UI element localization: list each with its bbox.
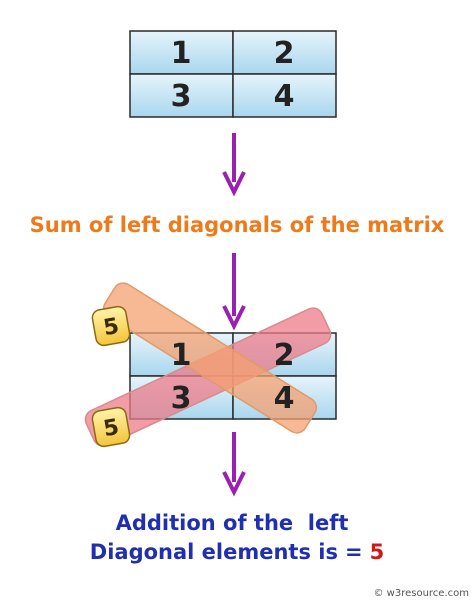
top-cell-4 — [232, 73, 337, 118]
arrow-down-2-icon — [222, 253, 246, 331]
result-equals: = — [345, 540, 363, 564]
arrow-down-3-icon — [222, 432, 246, 497]
top-matrix: 1 2 3 4 — [129, 30, 337, 118]
arrow-down-1-icon — [222, 133, 246, 197]
top-cell-3 — [129, 73, 234, 118]
bottom-cell-1-value: 1 — [171, 338, 192, 373]
top-cell-2-value: 2 — [274, 36, 295, 71]
bottom-cell-4-value: 4 — [274, 381, 295, 416]
bottom-cell-3-value: 3 — [171, 381, 192, 416]
bottom-cell-2-value: 2 — [274, 338, 295, 373]
result-value: 5 — [370, 540, 385, 564]
result-line-1: Addition of the left — [116, 511, 349, 535]
credit-text: © w3resource.com — [373, 588, 469, 599]
top-cell-1-value: 1 — [171, 36, 192, 71]
sum-badge-top-value: 5 — [102, 314, 121, 341]
sum-caption: Sum of left diagonals of the matrix — [30, 213, 445, 237]
result-line-2: Diagonal elements is = 5 — [90, 540, 384, 564]
sum-badge-bottom-value: 5 — [102, 415, 121, 442]
main-diagonal-strip — [102, 282, 318, 434]
result-line-2-prefix: Diagonal elements is — [90, 540, 338, 564]
sum-badge-top: 5 — [91, 305, 131, 347]
top-cell-1 — [129, 30, 234, 75]
top-cell-3-value: 3 — [171, 79, 192, 114]
top-cell-2 — [232, 30, 337, 75]
top-cell-4-value: 4 — [274, 79, 295, 114]
sum-badge-bottom: 5 — [91, 406, 131, 448]
